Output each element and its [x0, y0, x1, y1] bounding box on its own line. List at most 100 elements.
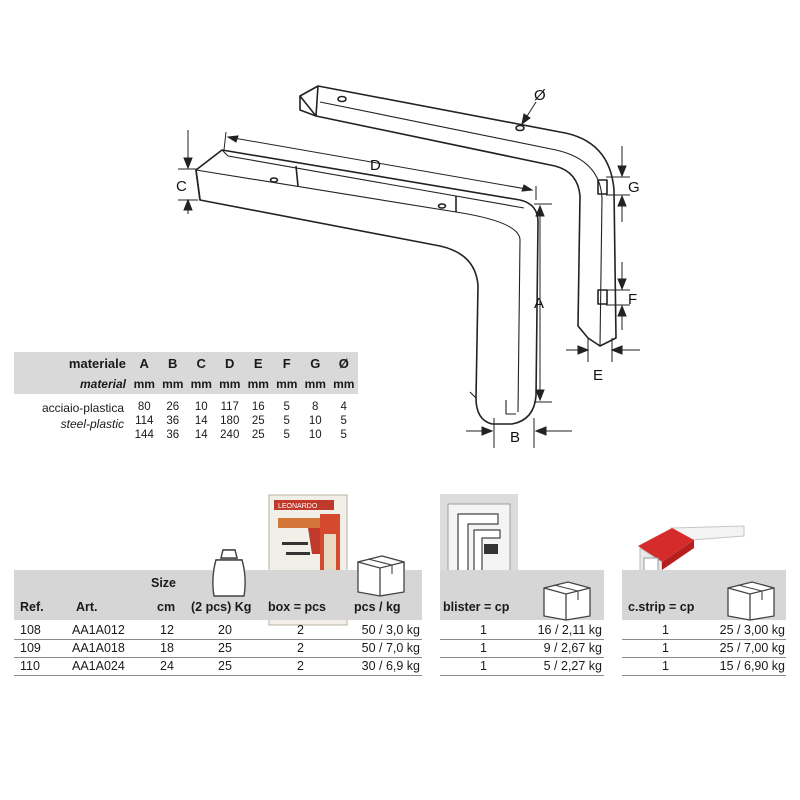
header-cstrip: c.strip = cp [628, 600, 695, 614]
row-divider [14, 639, 422, 640]
row-divider [622, 675, 786, 676]
row-divider [440, 639, 604, 640]
header-pcs-kg: pcs / kg [354, 600, 401, 614]
col-e: E [244, 352, 273, 374]
cell-pcs-kg: 50 / 3,0 kg [361, 623, 420, 637]
cell-size: 24 [160, 659, 174, 673]
carton-box-icon [357, 555, 405, 597]
dim-label-c: C [176, 178, 187, 195]
material-name: acciaio-plastica steel-plastic [14, 400, 130, 442]
spec-cell: 5 [283, 429, 290, 441]
weight-icon [212, 549, 246, 597]
col-diameter: Ø [329, 352, 358, 374]
cell-pcs-kg: 30 / 6,9 kg [361, 659, 420, 673]
cell-blister: 1 [480, 659, 487, 673]
spec-cell: 25 [251, 429, 265, 441]
spec-cell: 10 [308, 415, 322, 427]
spec-cell: 240 [220, 429, 240, 441]
header-art: Art. [76, 600, 98, 614]
cell-cstrip: 1 [662, 623, 669, 637]
cell-ref: 110 [20, 659, 40, 673]
unit: mm [244, 374, 273, 394]
spec-cell: 10 [194, 401, 208, 413]
spec-header-row: materiale A B C D E F G Ø [14, 352, 358, 374]
row-divider [440, 675, 604, 676]
cell-cstrip-kg: 25 / 3,00 kg [719, 623, 785, 637]
cell-ref: 108 [20, 623, 41, 637]
spec-cell: 5 [283, 401, 290, 413]
cell-art: AA1A018 [72, 641, 125, 655]
dim-label-g: G [628, 179, 640, 196]
cell-blister-kg: 5 / 2,27 kg [543, 659, 602, 673]
cell-box: 2 [297, 659, 304, 673]
header-blister: blister = cp [443, 600, 510, 614]
cell-box: 2 [297, 623, 304, 637]
material-label-it: materiale [14, 352, 130, 374]
cell-cstrip: 1 [662, 641, 669, 655]
cell-blister: 1 [480, 641, 487, 655]
cell-art: AA1A012 [72, 623, 125, 637]
spec-cell: 144 [134, 429, 154, 441]
cell-pcs-kg: 50 / 7,0 kg [361, 641, 420, 655]
cell-cstrip-kg: 15 / 6,90 kg [719, 659, 785, 673]
col-g: G [301, 352, 330, 374]
header-box: box = pcs [268, 600, 327, 614]
dim-label-b: B [510, 429, 520, 446]
cell-load: 25 [218, 641, 232, 655]
cell-load: 20 [218, 623, 232, 637]
unit: mm [272, 374, 301, 394]
unit: mm [158, 374, 187, 394]
carton-box-icon [543, 581, 591, 621]
col-c: C [187, 352, 216, 374]
unit: mm [329, 374, 358, 394]
row-divider [440, 657, 604, 658]
dim-label-f: F [628, 291, 637, 308]
cell-blister-kg: 16 / 2,11 kg [537, 623, 602, 637]
unit: mm [215, 374, 244, 394]
material-label-en: material [14, 374, 130, 394]
dim-label-diameter: Ø [534, 87, 546, 104]
cell-cstrip: 1 [662, 659, 669, 673]
row-divider [14, 675, 422, 676]
cell-size: 18 [160, 641, 174, 655]
spec-cell: 4 [340, 401, 347, 413]
col-f: F [272, 352, 301, 374]
unit: mm [301, 374, 330, 394]
cell-load: 25 [218, 659, 232, 673]
dim-label-e: E [593, 367, 603, 384]
dim-label-d: D [370, 157, 381, 174]
spec-cell: 10 [308, 429, 322, 441]
spec-cell: 5 [340, 429, 347, 441]
spec-cell: 16 [251, 401, 265, 413]
clip-strip-packaging-image [638, 525, 745, 589]
unit: mm [130, 374, 159, 394]
row-divider [14, 657, 422, 658]
header-size: Size [151, 576, 177, 590]
carton-box-icon [727, 581, 775, 621]
spec-cell: 25 [251, 415, 265, 427]
unit: mm [187, 374, 216, 394]
spec-cell: 180 [220, 415, 240, 427]
cell-box: 2 [297, 641, 304, 655]
spec-cell: 80 [137, 401, 151, 413]
spec-cell: 117 [220, 401, 239, 413]
cell-cstrip-kg: 25 / 7,00 kg [719, 641, 785, 655]
rear-bracket-outline [299, 85, 617, 347]
spec-cell: 8 [312, 401, 319, 413]
spec-cell: 14 [194, 415, 208, 427]
col-d: D [215, 352, 244, 374]
spec-cell: 36 [166, 429, 180, 441]
cell-art: AA1A024 [72, 659, 125, 673]
material-name-en: steel-plastic [60, 417, 124, 431]
spec-cell: 26 [166, 401, 180, 413]
spec-cell: 114 [135, 415, 154, 427]
spec-row: 114 36 14 180 25 5 10 5 [14, 414, 358, 428]
col-a: A [130, 352, 159, 374]
cell-blister: 1 [480, 623, 487, 637]
packaging-brand-text: LEONARDO [278, 503, 318, 510]
material-name-it: acciaio-plastica [41, 401, 124, 415]
cell-size: 12 [160, 623, 174, 637]
row-divider [622, 657, 786, 658]
spec-cell: 36 [166, 415, 180, 427]
bracket-technical-drawing: D A C B E G F Ø [176, 85, 640, 448]
